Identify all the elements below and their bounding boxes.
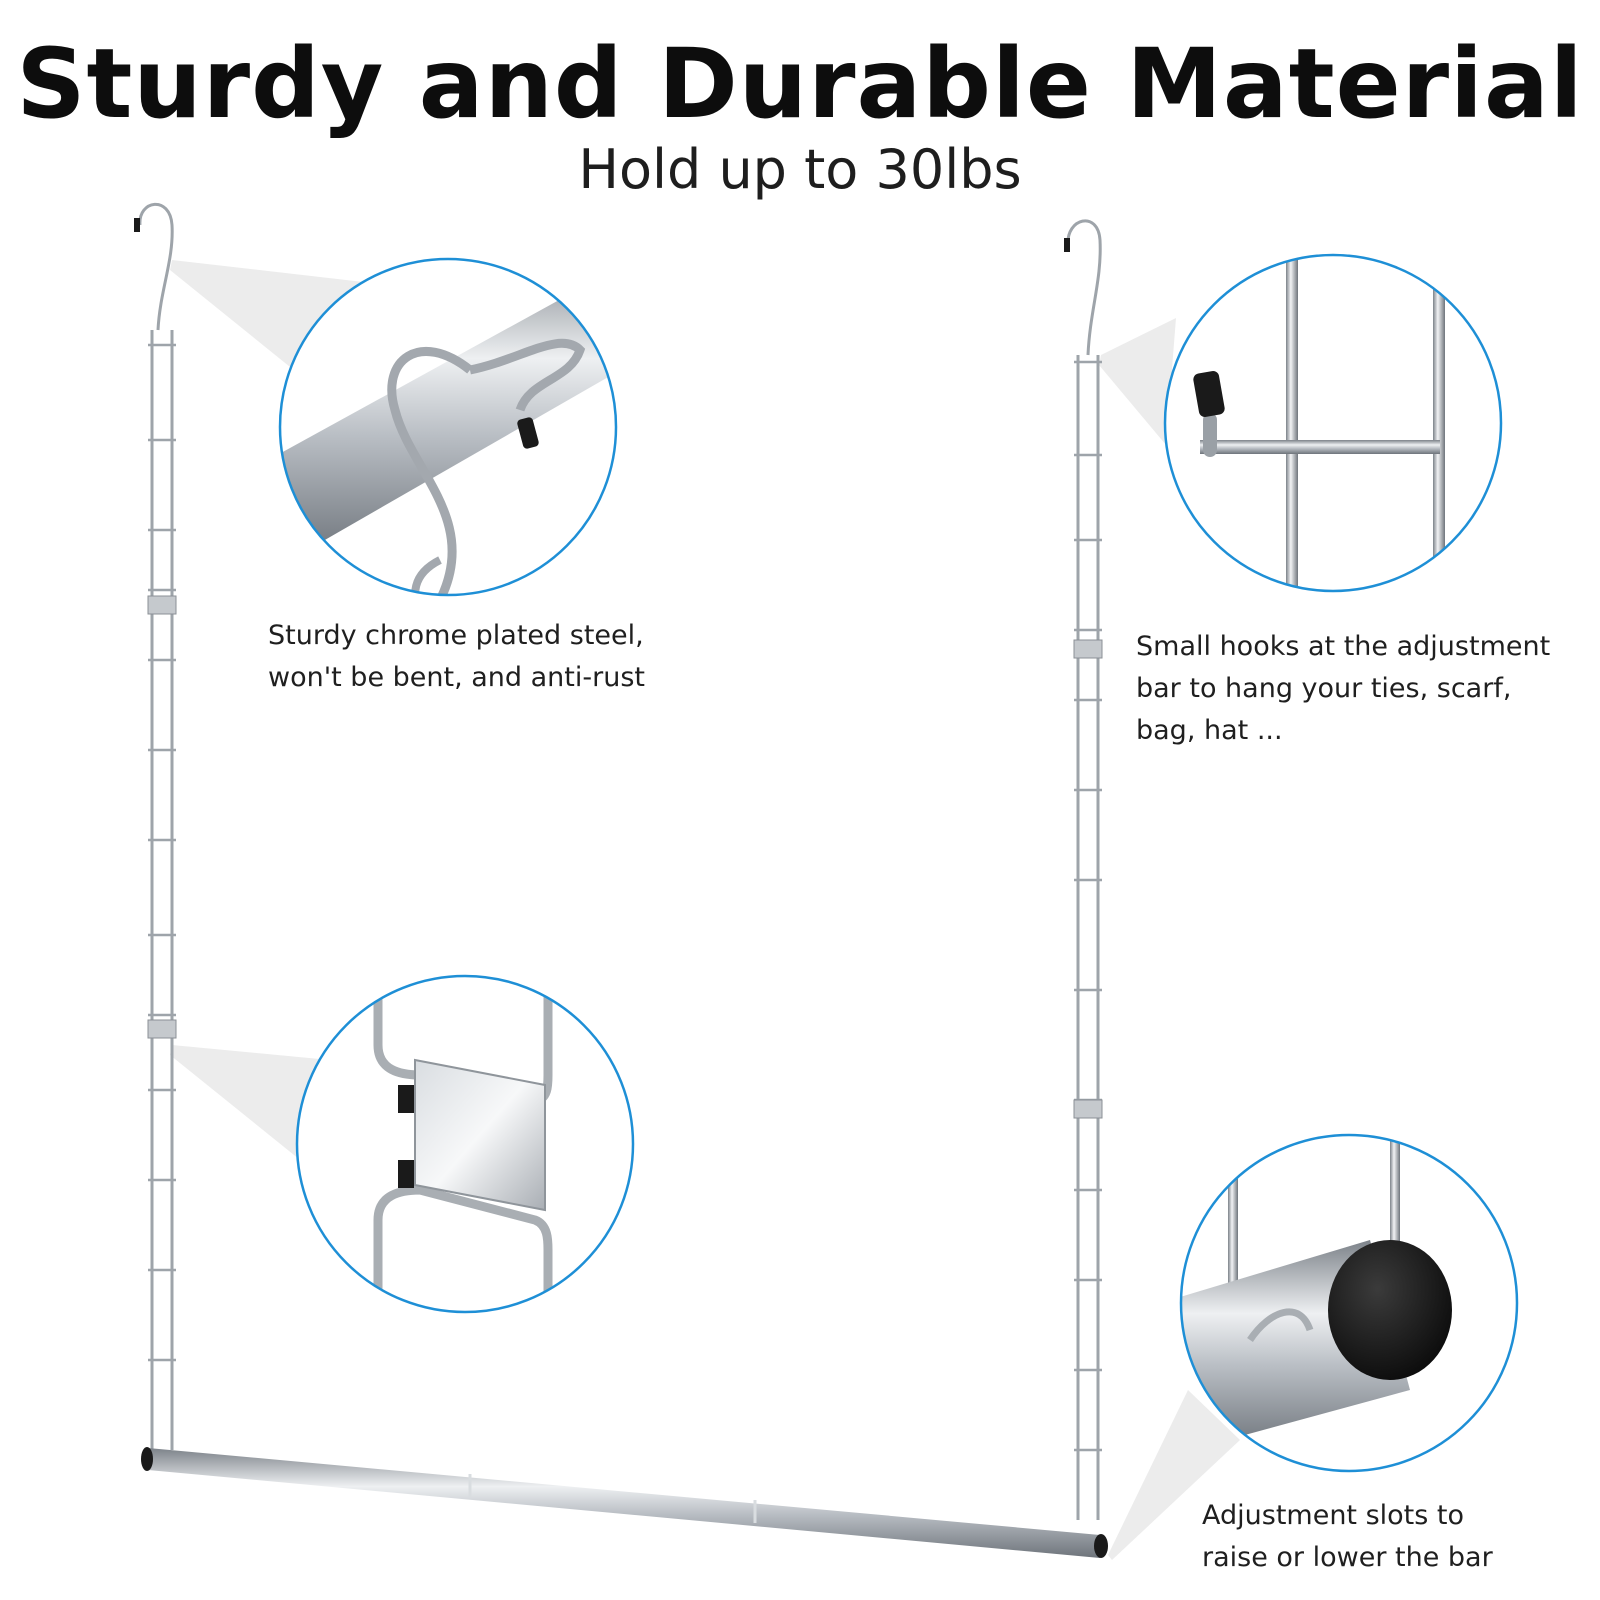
page-title: Sturdy and Durable Material bbox=[16, 28, 1584, 140]
detail-circle-small-hook bbox=[1165, 255, 1501, 591]
callout-slots: Adjustment slots to raise or lower the b… bbox=[1202, 1495, 1493, 1579]
left-top-hook-tip bbox=[134, 218, 140, 232]
callout-slots-line1: Adjustment slots to bbox=[1202, 1500, 1465, 1531]
detail-circle-outline bbox=[1179, 1133, 1519, 1473]
right-connector-clip bbox=[1073, 639, 1103, 659]
callout-steel-line2: won't be bent, and anti-rust bbox=[268, 662, 645, 693]
callout-hooks-line2: bar to hang your ties, scarf, bbox=[1136, 673, 1512, 704]
callout-steel: Sturdy chrome plated steel, won't be ben… bbox=[268, 615, 645, 699]
callout-hooks-line1: Small hooks at the adjustment bbox=[1136, 631, 1551, 662]
connector-plate bbox=[414, 1058, 546, 1212]
detail-circle-outline bbox=[278, 257, 618, 597]
detail-circle-hook bbox=[280, 259, 616, 595]
rod-end-cap-left bbox=[141, 1447, 153, 1471]
detail-circle-outline bbox=[1163, 253, 1503, 593]
detail-circle-bar-end bbox=[1181, 1135, 1517, 1471]
zoom-beam-small-hook bbox=[1099, 318, 1176, 445]
small-hook-rubber-tip bbox=[1193, 371, 1225, 417]
callout-hooks-line3: bag, hat ... bbox=[1136, 715, 1283, 746]
left-connector-clip bbox=[147, 595, 177, 615]
detail-circle-connector bbox=[297, 976, 633, 1312]
left-connector-clip bbox=[147, 1019, 177, 1039]
bar-end-cap bbox=[1328, 1240, 1452, 1380]
rod-end-cap-right bbox=[1094, 1534, 1108, 1558]
zoom-beam-connector bbox=[170, 1045, 330, 1180]
right-connector-clip bbox=[1073, 1099, 1103, 1119]
callout-slots-line2: raise or lower the bar bbox=[1202, 1542, 1493, 1573]
zoom-beam-bar-end bbox=[1108, 1390, 1240, 1560]
left-hanger-strap bbox=[138, 202, 176, 1450]
hanging-rod bbox=[141, 1447, 1108, 1558]
callout-hooks: Small hooks at the adjustment bar to han… bbox=[1136, 626, 1550, 752]
page-subtitle: Hold up to 30lbs bbox=[578, 138, 1022, 201]
callout-steel-line1: Sturdy chrome plated steel, bbox=[268, 620, 644, 651]
detail-circle-outline bbox=[295, 974, 635, 1314]
right-hanger-strap bbox=[1066, 219, 1102, 1520]
right-top-hook-tip bbox=[1064, 238, 1070, 252]
